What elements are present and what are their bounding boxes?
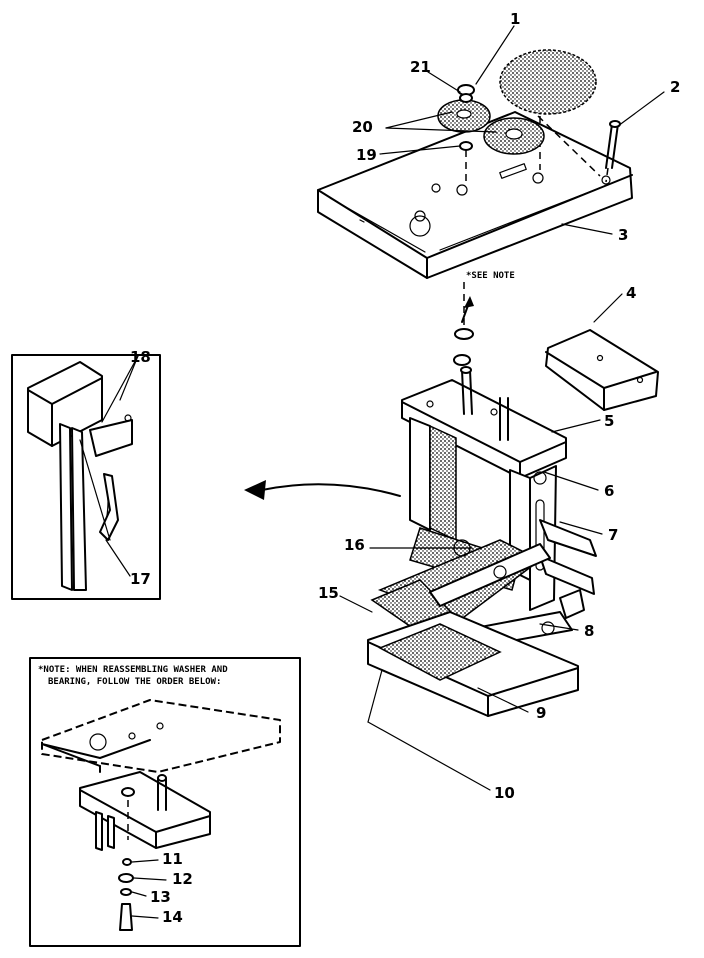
- callout-6: 6: [604, 482, 614, 500]
- callout-18: 18: [130, 348, 151, 366]
- frame-assembly: [367, 366, 597, 717]
- note-line-1: *NOTE: WHEN REASSEMBLING WASHER AND: [38, 665, 228, 675]
- callout-14: 14: [162, 908, 183, 926]
- callout-12: 12: [172, 870, 193, 888]
- callout-8: 8: [584, 622, 594, 640]
- callout-7: 7: [608, 526, 618, 544]
- callout-13: 13: [150, 888, 171, 906]
- callout-2: 2: [670, 78, 680, 96]
- bracket-4: [545, 329, 659, 411]
- callout-4: 4: [626, 284, 636, 302]
- callout-15: 15: [318, 584, 339, 602]
- note-inset: *NOTE: WHEN REASSEMBLING WASHER AND BEAR…: [29, 657, 301, 947]
- assembly-link: [453, 282, 474, 366]
- gear-20-lower: [483, 117, 545, 155]
- gear-20-upper: [437, 99, 491, 133]
- callout-21: 21: [410, 58, 431, 76]
- note-line-2: BEARING, FOLLOW THE ORDER BELOW:: [48, 677, 221, 687]
- callout-10: 10: [494, 784, 515, 802]
- callout-16: 16: [344, 536, 365, 554]
- callout-19: 19: [356, 146, 377, 164]
- callout-3: 3: [618, 226, 628, 244]
- callout-9: 9: [536, 704, 546, 722]
- callout-11: 11: [162, 850, 183, 868]
- callout-17: 17: [130, 570, 151, 588]
- callout-1: 1: [510, 10, 520, 28]
- washer-21: [457, 84, 475, 103]
- see-note-label: *SEE NOTE: [466, 271, 515, 281]
- callout-5: 5: [604, 412, 614, 430]
- callout-20: 20: [352, 118, 373, 136]
- detail-arrow: [244, 480, 401, 500]
- leader-lines: [101, 25, 665, 919]
- housing-plate: [317, 111, 633, 279]
- detail-inset: [11, 354, 161, 600]
